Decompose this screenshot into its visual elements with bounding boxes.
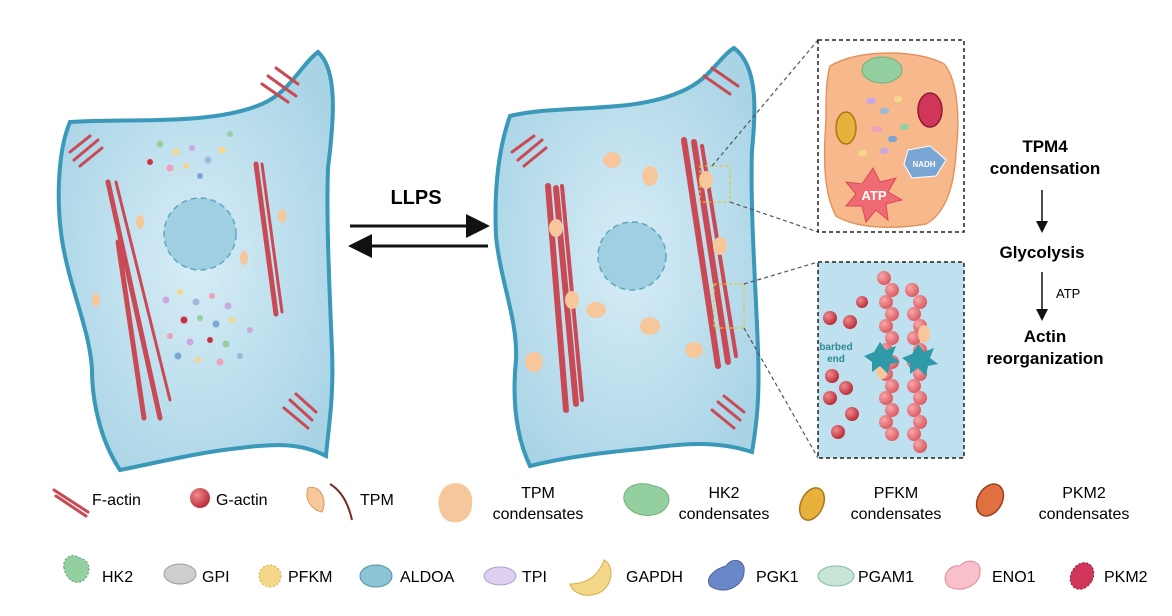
legend-pkm2: PKM2 [1069,562,1148,590]
legend-f-actin: F-actin [52,488,141,518]
pathway-step3-line2: reorganization [986,349,1103,368]
pathway-step3-line1: Actin [1024,327,1067,346]
legend-pfkm-condensates-line2: condensates [851,506,942,523]
legend-tpm-condensates-line2: condensates [493,506,584,523]
left-cell-actin [68,66,318,430]
zoom-lines [711,39,819,459]
legend-tpm: TPM [306,483,394,521]
legend-pgam1: PGAM1 [817,565,914,587]
zoom-region-top [699,165,731,203]
inset-bottom-filaments [864,271,938,453]
pathway-step1-line1: TPM4 [1022,137,1068,156]
barbed-end-label-2: end [827,354,845,365]
zoom-region-bottom [713,283,745,329]
legend-tpm-condensates: TPM condensates [438,483,584,523]
legend-gapdh-label: GAPDH [626,569,683,586]
legend-hk2-label: HK2 [102,569,133,586]
legend-pgk1: PGK1 [708,559,799,591]
legend-eno1: ENO1 [944,560,1036,590]
legend-pkm2-condensates-line1: PKM2 [1062,485,1106,502]
left-cell [56,49,335,473]
llps-arrows: LLPS [348,187,490,258]
right-cell [493,39,819,469]
legend-pgam1-label: PGAM1 [858,569,914,586]
legend-gpi-label: GPI [202,569,230,586]
pathway: TPM4 condensation Glycolysis ATP Actin r… [986,137,1103,368]
right-cell-nucleus [597,221,667,291]
right-cell-tpm-condensates [525,152,727,372]
legend-aldoa: ALDOA [359,564,455,588]
legend-gpi: GPI [163,563,230,586]
legend-eno1-label: ENO1 [992,569,1036,586]
legend-pgk1-label: PGK1 [756,569,799,586]
legend-pfkm-condensates: PFKM condensates [798,485,942,523]
legend-pkm2-label: PKM2 [1104,569,1148,586]
left-cell-enzymes [92,131,286,366]
legend-g-actin: G-actin [190,488,268,509]
legend-hk2-condensates-line2: condensates [679,506,770,523]
inset-top-enzymes [858,96,909,156]
legend-g-actin-label: G-actin [216,492,268,509]
legend-tpi: TPI [483,566,547,586]
inset-bottom-g-actin [823,296,868,439]
legend-pkm2-condensates: PKM2 condensates [975,483,1130,523]
inset-top: NADH ATP [817,39,965,233]
legend-row-2: HK2 GPI PFKM ALDOA TPI GAPDH PGK1 PGAM1 [63,555,1148,596]
legend-row-1: F-actin G-actin TPM TPM condensates HK2 … [52,483,1130,523]
llps-label: LLPS [390,187,441,209]
legend-aldoa-label: ALDOA [400,569,455,586]
legend-hk2: HK2 [63,555,133,586]
legend-tpm-label: TPM [360,492,394,509]
legend-tpm-condensates-line1: TPM [521,485,555,502]
legend-hk2-condensates-line1: HK2 [708,485,739,502]
legend-pkm2-condensates-line2: condensates [1039,506,1130,523]
pathway-edge-label: ATP [1056,286,1080,301]
legend-tpi-label: TPI [522,569,547,586]
legend-gapdh: GAPDH [569,559,683,596]
legend-f-actin-label: F-actin [92,492,141,509]
left-cell-nucleus [163,197,237,271]
nadh-label: NADH [912,160,935,169]
legend-hk2-condensates: HK2 condensates [623,483,770,523]
inset-bottom: barbed end [817,261,965,459]
pathway-step1-line2: condensation [990,159,1101,178]
legend-pfkm-condensates-line1: PFKM [874,485,918,502]
atp-label: ATP [861,188,886,203]
pathway-step2: Glycolysis [999,243,1084,262]
legend-pfkm: PFKM [258,564,332,588]
legend-pfkm-label: PFKM [288,569,332,586]
barbed-end-label-1: barbed [819,342,852,353]
